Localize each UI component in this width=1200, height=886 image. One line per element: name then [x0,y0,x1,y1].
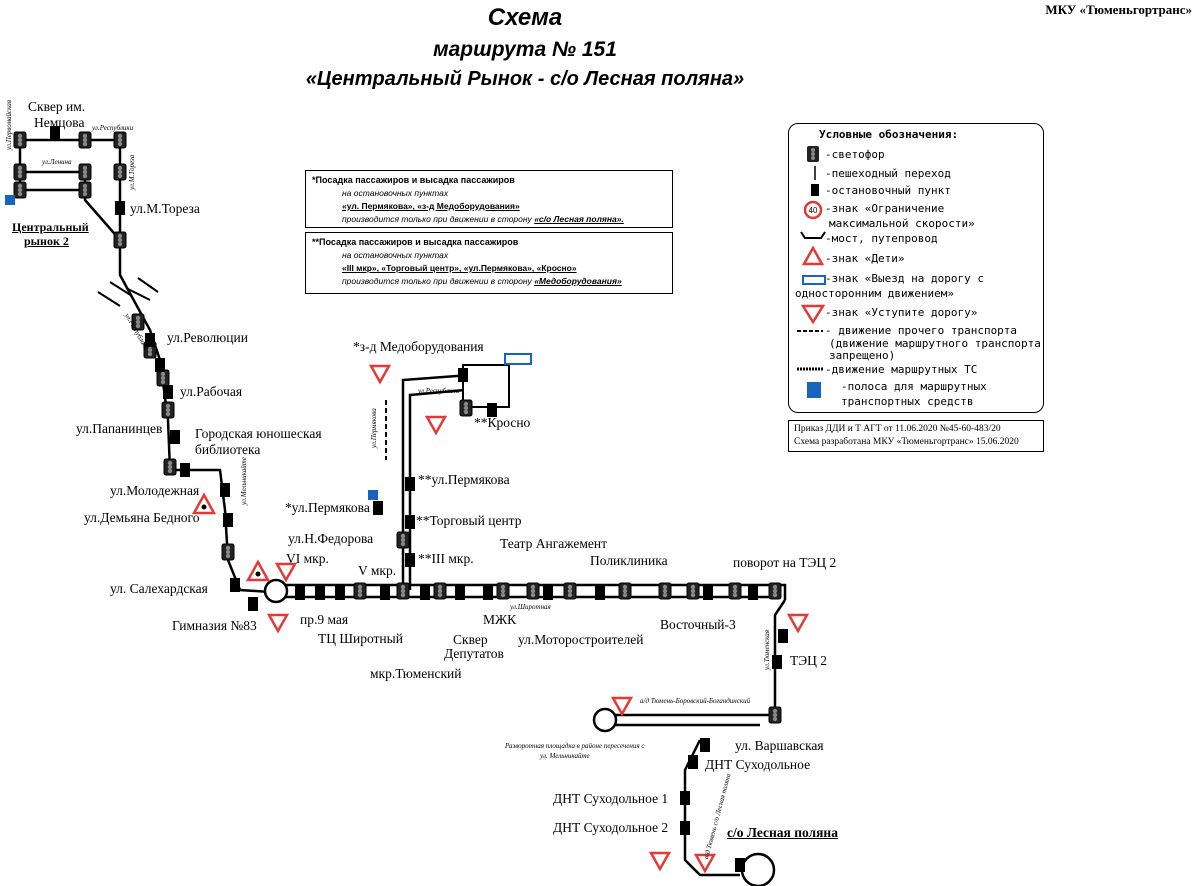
legend-item-bus-lane-2: транспортных средств [841,395,974,408]
stop-library-2: библиотека [195,442,261,457]
stop-rabochaya: ул.Рабочая [180,384,243,399]
legend-speed: 40 [809,206,818,215]
street-respubliki: ул.Республики [92,124,134,132]
stop-demyana-bednogo: ул.Демьяна Бедного [84,510,200,525]
legend-item-children: -знак «Дети» [825,252,905,265]
legend-item-route-traffic: -движение маршрутных ТС [825,363,978,376]
order-box: Приказ ДДИ и Т АГТ от 11.06.2020 №45-60-… [788,420,1044,452]
stop-dnt-sukhodolnoe-1: ДНТ Суходольное 1 [553,791,669,806]
stop-skver-nemtsova-2: Немцова [34,115,85,130]
order-line-2: Схема разработана МКУ «Тюменьгортранс» 1… [794,437,1019,447]
stop-tets-2: ТЭЦ 2 [790,653,828,668]
stop-skver-deputatov-2: Депутатов [444,646,504,661]
note2-line2: на остановочных пунктах [342,250,449,260]
street-tyumen-borovsky: а/д Тюмень-Боровский-Богандинский [640,697,751,705]
route-name: «Центральный Рынок - с/о Лесная поляна» [305,68,745,90]
stop-dnt-sukhodolnoe-2: ДНТ Суходольное 2 [553,820,669,835]
stop-revolyutsii: ул.Революции [167,330,248,345]
stop-permyakova-1: *ул.Пермякова [285,500,370,515]
stop-central-market-2: рынок 2 [24,234,69,248]
stop-skver-nemtsova: Сквер им. [28,99,86,114]
legend: Условные обозначения: 40 -светофор -пеше… [788,123,1044,413]
stop-central-market: Центральный [12,220,89,234]
legend-item-other-traffic-2: (движение маршрутного транспорта [829,337,1041,350]
stop-skver-deputatov: Сквер [453,632,488,647]
legend-item-traffic-light: -светофор [825,148,885,161]
note-box-1: *Посадка пассажиров и высадка пассажиров… [305,170,673,228]
note2-line4: производится только при движении в сторо… [342,276,532,286]
stop-permyakova-2: **ул.Пермякова [418,472,510,487]
legend-symbols: 40 [797,146,826,398]
stop-lesnaya-polyana: с/о Лесная поляна [727,825,838,840]
stop-povorot-tets: поворот на ТЭЦ 2 [733,555,837,570]
stop-motorostroiteley: ул.Моторостроителей [518,632,644,647]
street-tyumenskaya: ул.Тюменская [763,629,771,670]
note2-stops: «III мкр», «Торговый центр», «ул.Пермяко… [342,263,577,273]
stop-tts-shirotny: ТЦ Широтный [318,631,403,646]
legend-item-yield: -знак «Уступите дорогу» [825,306,978,319]
legend-item-oneway: -знак «Выезд на дорогу с [825,272,984,285]
street-shirotnaya: ул.Широтная [510,603,551,611]
legend-item-bus-lane: -полоса для маршрутных [841,380,987,393]
stop-salekhardskaya: ул. Салехардская [110,581,208,596]
street-permyakova: ул.Пермякова [370,408,378,448]
stop-torgovy-tsentr: **Торговый центр [416,513,522,528]
stop-fedorova: ул.Н.Федорова [288,531,374,546]
stop-teatr: Театр Ангажемент [500,536,608,551]
stop-6-mkr: VI мкр. [286,551,329,566]
legend-item-other-traffic: - движение прочего транспорта [825,324,1018,337]
stop-poliklinika: Поликлиника [590,553,668,568]
street-respubliki-3: ул.Республики [418,387,460,395]
street-turnaround: Разворотная площадка в районе пересечени… [505,742,645,750]
stop-papanintsev: ул.Папанинцев [76,421,163,436]
stop-varshavskaya: ул. Варшавская [735,738,824,753]
street-melnikayte: ул.Мельникайте [240,457,248,505]
stop-gimnaziya-83: Гимназия №83 [172,618,257,633]
stop-vostochny-3: Восточный-3 [660,617,736,632]
street-turnaround-2: ул. Мельникайте [540,752,590,760]
stop-tyumensky: мкр.Тюменский [370,666,462,681]
street-pervomayskaya: ул.Первомайская [5,100,13,150]
organization: МКУ «Тюменьгортранс» [1045,2,1192,17]
route-number: маршрута № 151 [433,38,617,61]
legend-title: Условные обозначения: [819,128,959,141]
stop-3-mkr: **III мкр. [418,551,474,566]
stop-dnt-sukhodolnoe: ДНТ Суходольное [705,757,811,772]
order-line-1: Приказ ДДИ и Т АГТ от 11.06.2020 №45-60-… [794,424,1001,434]
note1-stops: «ул. Пермякова», «з-д Медоборудования» [342,201,520,211]
stop-krosno: **Кросно [474,415,531,430]
note1-star: * [312,175,316,185]
stop-9-maya: пр.9 мая [300,612,349,627]
note2-line1: Посадка пассажиров и высадка пассажиров [319,237,519,247]
stop-5-mkr: V мкр. [358,563,397,578]
stop-library: Городская юношеская [195,426,322,441]
note2-star: ** [312,237,320,247]
street-lenina: ул.Ленина [42,158,72,166]
legend-item-speed-2: максимальной скорости» [829,217,975,230]
legend-item-bridge: -мост, путепровод [825,232,938,245]
stop-medoborudovaniya: *з-д Медоборудования [353,339,484,354]
stop-molodezhnaya: ул.Молодежная [110,483,200,498]
map-title: Схема [487,4,563,31]
note2-direction: «Медоборудования» [534,276,622,286]
legend-item-crossing: -пешеходный переход [825,167,951,180]
legend-item-stop: -остановочный пункт [825,184,951,197]
note1-line2: на остановочных пунктах [342,188,449,198]
note1-line4: производится только при движении в сторо… [342,214,532,224]
legend-item-speed: -знак «Ограничение [825,202,945,215]
note1-line1: Посадка пассажиров и высадка пассажиров [315,175,515,185]
legend-item-oneway-2: односторонним движением» [795,287,954,300]
note1-direction: «с/о Лесная поляна». [534,214,624,224]
stop-mzhk: МЖК [483,612,517,627]
street-toreza: ул.М.Тореза [128,154,136,190]
legend-item-other-traffic-3: запрещено) [829,349,896,362]
stop-torezа: ул.М.Тореза [130,201,200,216]
note-box-2: **Посадка пассажиров и высадка пассажиро… [305,232,673,294]
